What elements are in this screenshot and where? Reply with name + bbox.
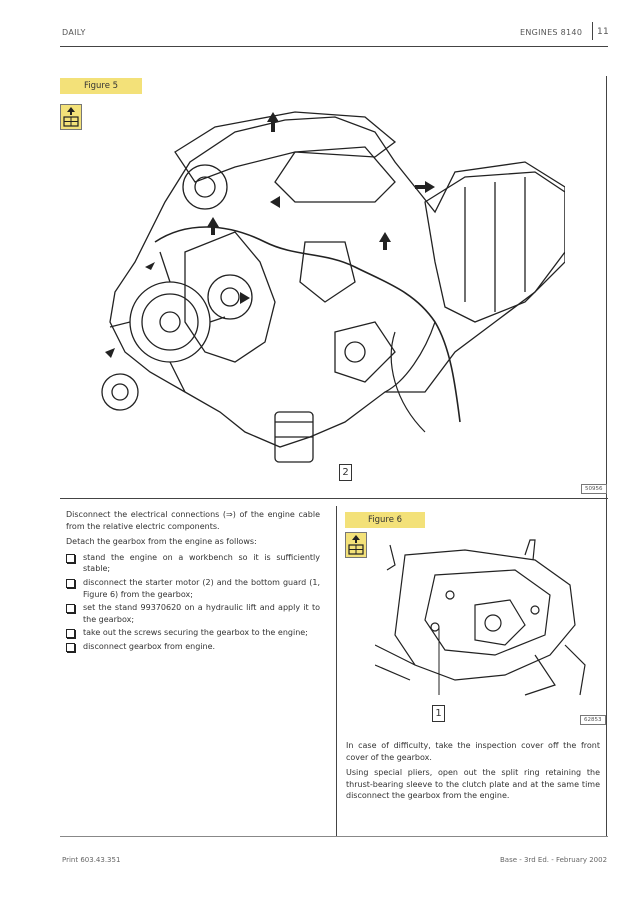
left-column-text: Disconnect the electrical connections (⇒… [66,509,320,655]
checkbox-icon [66,629,75,639]
right-column-text: In case of difficulty, take the inspecti… [346,740,600,806]
detach-paragraph: Detach the gearbox from the engine as fo… [66,537,257,547]
figure5-label: Figure 5 [60,78,142,94]
split-ring-paragraph: Using special pliers, open out the split… [346,768,600,801]
figure5-callout: 2 [339,464,352,481]
footer-right: Base - 3rd Ed. - February 2002 [500,856,608,864]
header-divider [592,22,593,40]
step-item: take out the screws securing the gearbox… [66,627,320,639]
figure6-callout: 1 [432,705,445,722]
column-divider [336,506,337,836]
step-list: stand the engine on a workbench so it is… [66,552,320,653]
figure6-label: Figure 6 [345,512,425,528]
header-rule [60,46,608,47]
checkbox-icon [66,642,75,652]
step-item: stand the engine on a workbench so it is… [66,552,320,575]
step-item: disconnect the starter motor (2) and the… [66,577,320,600]
inspection-cover-paragraph: In case of difficulty, take the inspecti… [346,741,600,762]
procedure-icon [60,104,82,130]
engine-illustration [101,111,565,463]
right-frame-line [606,76,607,836]
intro-paragraph: Disconnect the electrical connections (⇒… [66,510,320,531]
figure6-ref-code: 62853 [580,715,606,725]
checkbox-icon [66,604,75,614]
checkbox-icon [66,553,75,563]
step-item: disconnect gearbox from engine. [66,641,320,653]
header-center: ENGINES 8140 [520,28,583,37]
gearbox-illustration [375,539,586,696]
footer-rule [60,836,608,837]
procedure-icon [345,532,367,558]
figure5-bottom-rule [60,498,608,499]
footer-left: Print 603.43.351 [62,856,121,864]
figure5-ref-code: 50956 [581,484,607,494]
step-item: set the stand 99370620 on a hydraulic li… [66,602,320,625]
header-left: DAILY [62,28,86,37]
checkbox-icon [66,578,75,588]
page-number: 11 [597,27,610,37]
